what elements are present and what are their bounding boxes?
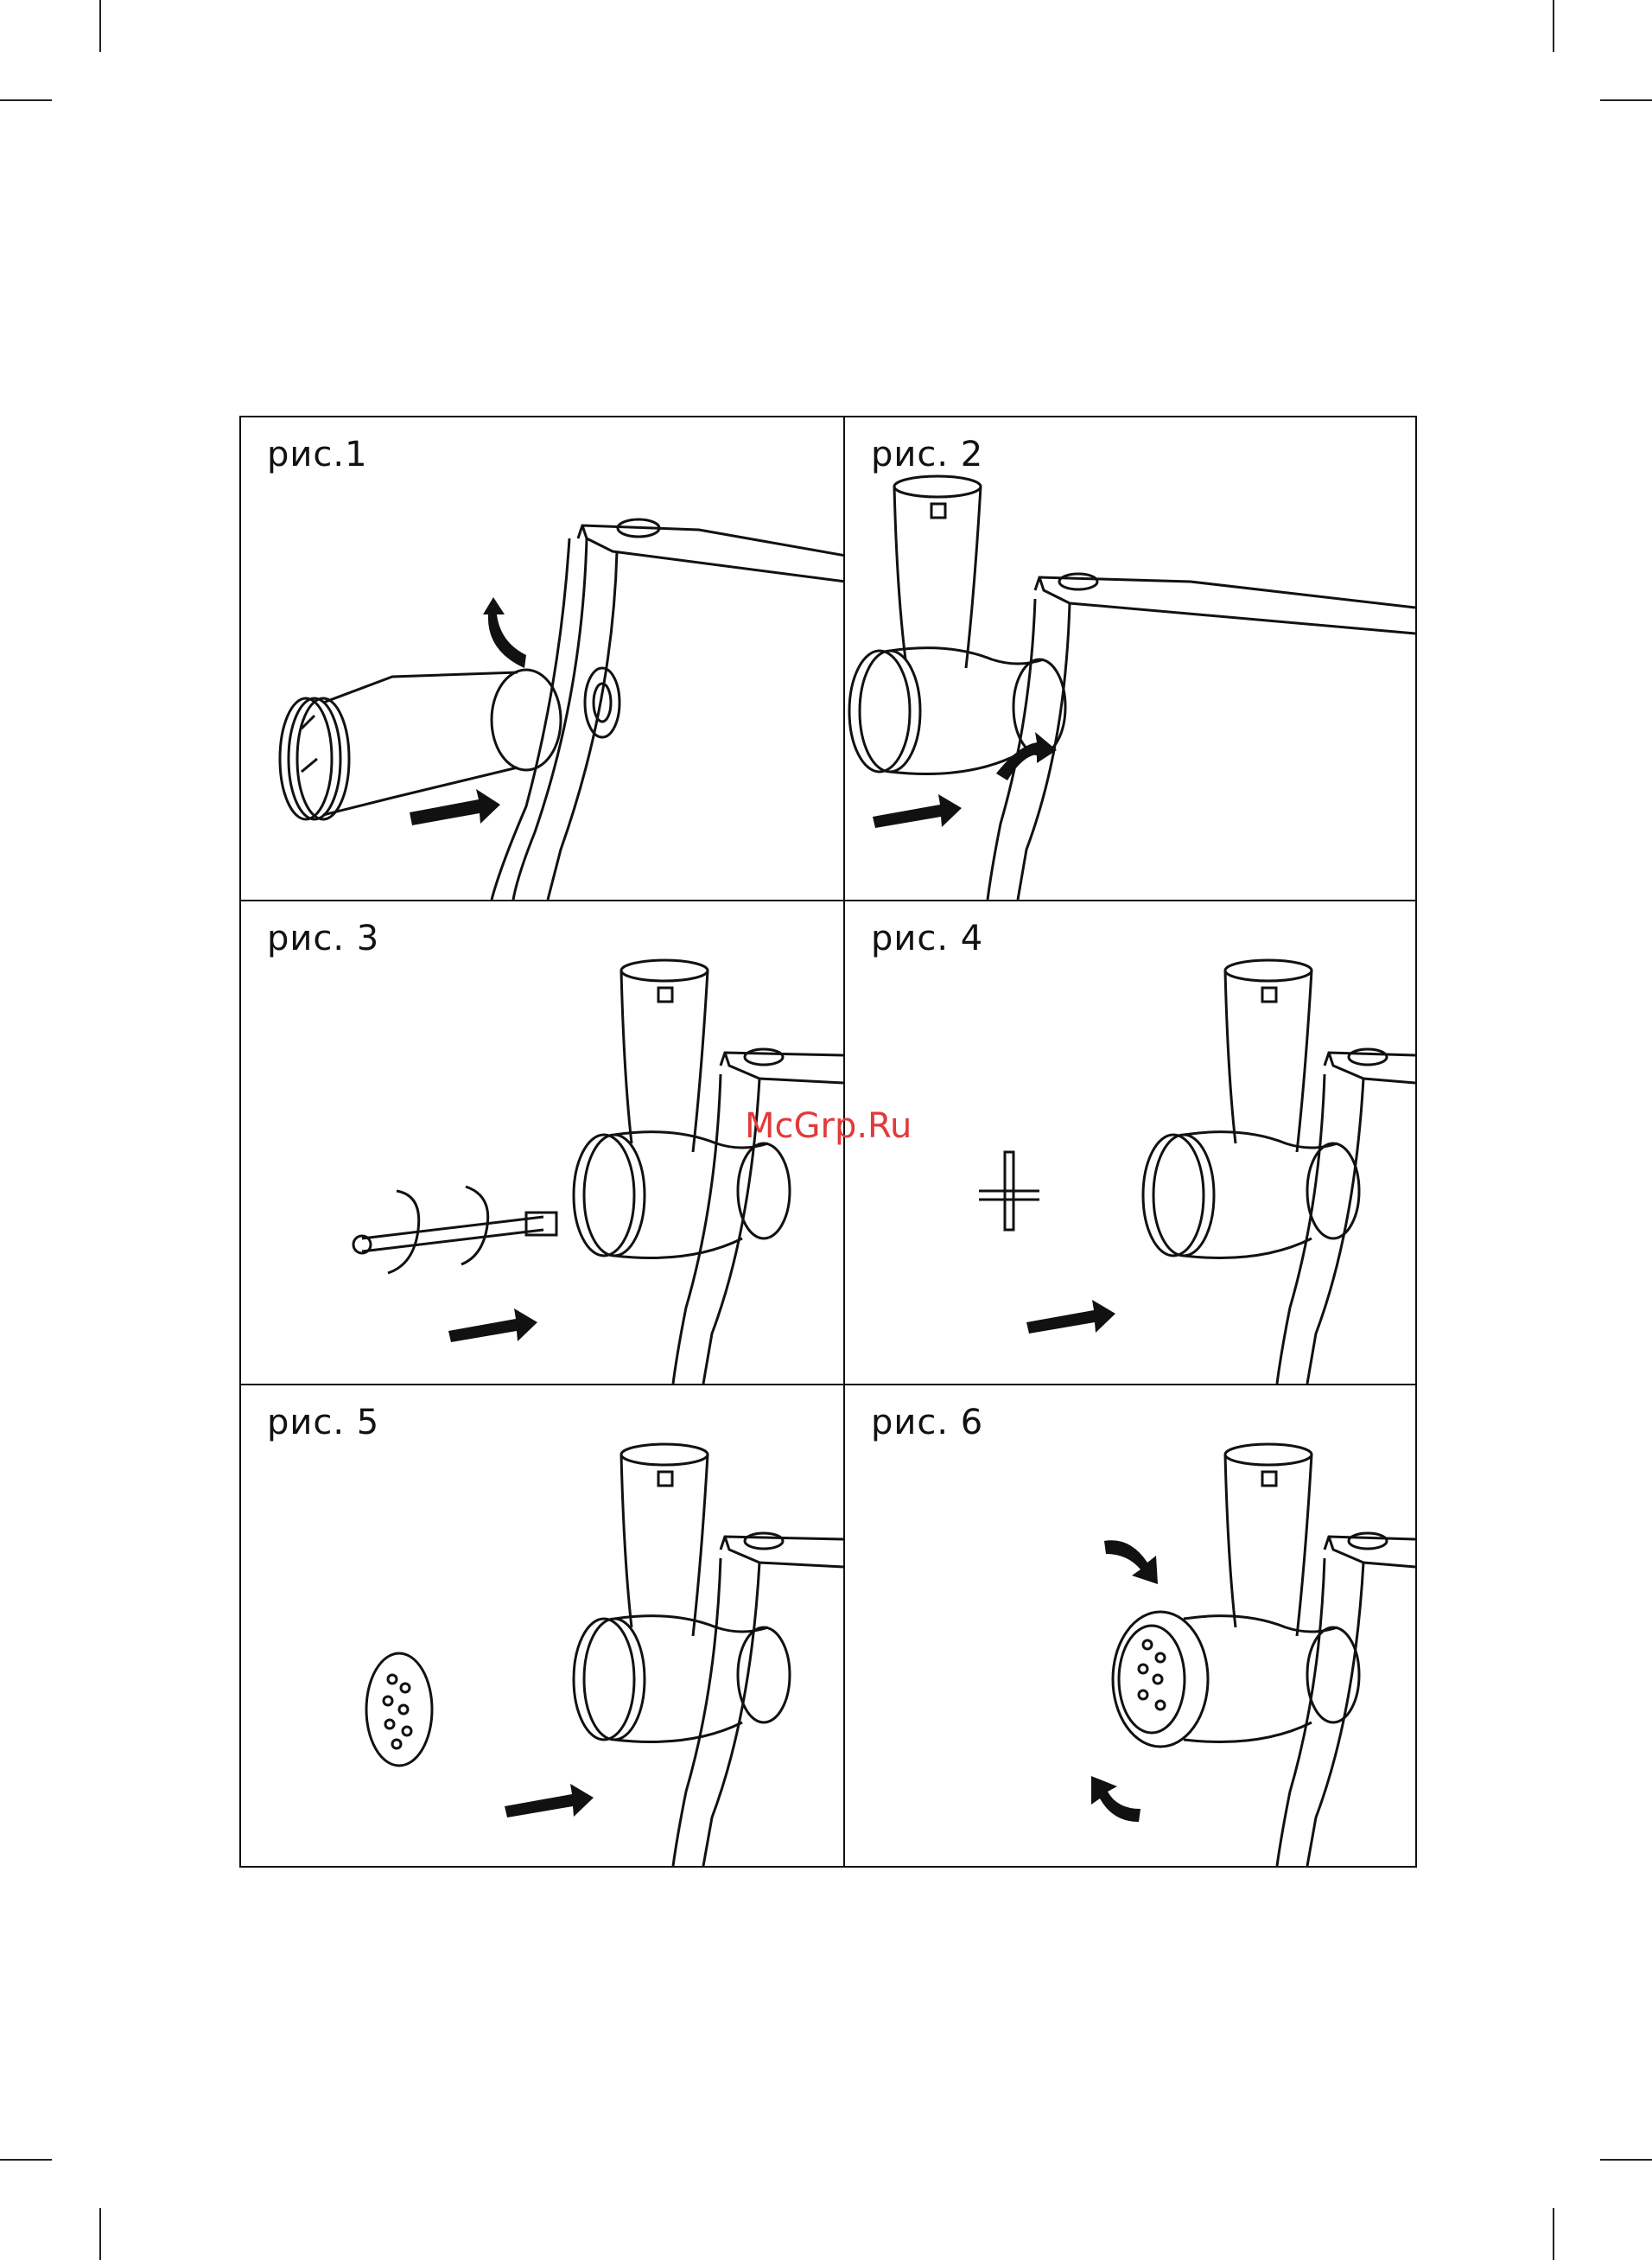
watermark: McGrp.Ru — [745, 1106, 912, 1146]
grinder-illustration — [845, 417, 1415, 900]
figure-panel-2: рис. 2 — [845, 417, 1415, 900]
grinder-illustration — [241, 417, 843, 900]
figure-panel-6: рис. 6 — [845, 1385, 1415, 1866]
crop-mark — [1553, 2208, 1554, 2260]
figure-panel-1: рис.1 — [241, 417, 843, 900]
crop-mark — [1553, 0, 1554, 52]
grinder-illustration — [241, 1385, 843, 1866]
crop-mark — [0, 2159, 52, 2161]
crop-mark — [99, 0, 101, 52]
crop-mark — [1600, 2159, 1652, 2161]
crop-mark — [99, 2208, 101, 2260]
figure-panel-5: рис. 5 — [241, 1385, 843, 1866]
crop-mark — [1600, 99, 1652, 101]
crop-mark — [0, 99, 52, 101]
grinder-illustration — [845, 1385, 1415, 1866]
figure-panel-4: рис. 4 — [845, 901, 1415, 1384]
grinder-illustration — [845, 901, 1415, 1384]
